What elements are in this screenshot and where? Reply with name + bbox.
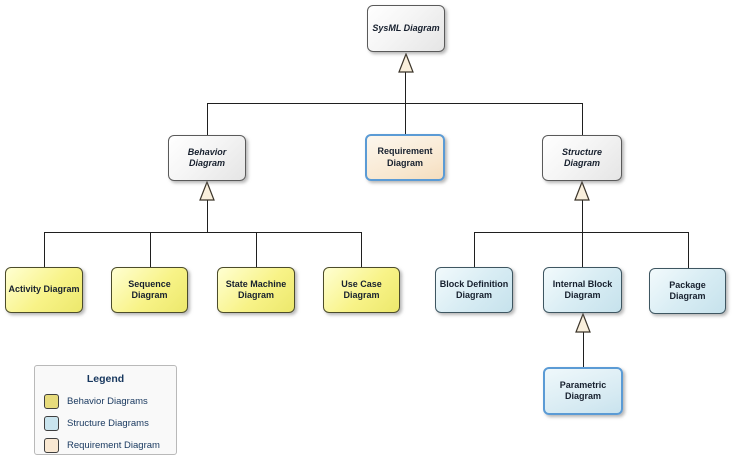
connector-drop-sequence — [150, 232, 151, 267]
node-parametric-diagram[interactable]: Parametric Diagram — [543, 367, 623, 415]
node-label: Parametric Diagram — [559, 379, 607, 401]
connector-bus-structure-children — [474, 232, 688, 233]
node-structure-diagram[interactable]: Structure Diagram — [542, 135, 622, 181]
node-sysml-diagram[interactable]: SysML Diagram — [367, 5, 445, 52]
legend-title: Legend — [86, 373, 125, 385]
node-behavior-diagram[interactable]: Behavior Diagram — [168, 135, 246, 181]
node-internal-block-diagram[interactable]: Internal Block Diagram — [543, 267, 622, 313]
node-label: Requirement Diagram — [377, 146, 433, 168]
connector-sysml-requirement — [405, 72, 406, 134]
node-label: Activity Diagram — [8, 284, 80, 295]
generalization-arrow-to-internal-block-icon — [575, 312, 591, 333]
generalization-arrow-to-structure-icon — [574, 180, 590, 201]
node-label: State Machine Diagram — [225, 278, 287, 300]
node-label: SysML Diagram — [372, 22, 440, 33]
generalization-arrow-to-sysml-icon — [398, 52, 414, 73]
connector-drop-internal-block — [582, 232, 583, 267]
node-sequence-diagram[interactable]: Sequence Diagram — [111, 267, 188, 313]
connector-drop-structure — [582, 103, 583, 135]
legend-item-label: Structure Diagrams — [67, 417, 149, 429]
connector-drop-state-machine — [256, 232, 257, 267]
node-label: Use Case Diagram — [341, 278, 382, 300]
node-label: Block Definition Diagram — [439, 278, 509, 300]
generalization-arrow-to-behavior-icon — [199, 180, 215, 201]
node-label: Behavior Diagram — [187, 146, 227, 168]
node-label: Structure Diagram — [561, 146, 602, 168]
connector-structure-stem — [582, 200, 583, 232]
node-activity-diagram[interactable]: Activity Diagram — [5, 267, 83, 313]
legend-item-label: Behavior Diagrams — [67, 395, 148, 407]
node-label: Sequence Diagram — [128, 278, 171, 300]
structure-color-swatch — [44, 415, 59, 431]
connector-bus-level1 — [207, 103, 583, 104]
node-block-definition-diagram[interactable]: Block Definition Diagram — [435, 267, 513, 313]
connector-drop-package — [688, 232, 689, 268]
requirement-color-swatch — [44, 437, 59, 453]
node-label: Package Diagram — [669, 279, 706, 301]
behavior-color-swatch — [44, 393, 59, 409]
node-state-machine-diagram[interactable]: State Machine Diagram — [217, 267, 295, 313]
legend-item-label: Requirement Diagram — [67, 439, 160, 451]
legend: Legend Behavior Diagrams Structure Diagr… — [34, 365, 177, 455]
legend-item-requirement: Requirement Diagram — [44, 437, 160, 453]
legend-item-behavior: Behavior Diagrams — [44, 393, 148, 409]
connector-drop-block-definition — [474, 232, 475, 267]
node-use-case-diagram[interactable]: Use Case Diagram — [323, 267, 400, 313]
node-requirement-diagram[interactable]: Requirement Diagram — [365, 134, 445, 181]
legend-item-structure: Structure Diagrams — [44, 415, 149, 431]
connector-parametric-stem — [583, 332, 584, 367]
connector-behavior-stem — [207, 200, 208, 232]
connector-drop-behavior — [207, 103, 208, 135]
node-label: Internal Block Diagram — [552, 278, 613, 300]
connector-drop-use-case — [361, 232, 362, 267]
connector-drop-activity — [44, 232, 45, 267]
connector-bus-behavior-children — [44, 232, 362, 233]
node-package-diagram[interactable]: Package Diagram — [649, 268, 726, 314]
